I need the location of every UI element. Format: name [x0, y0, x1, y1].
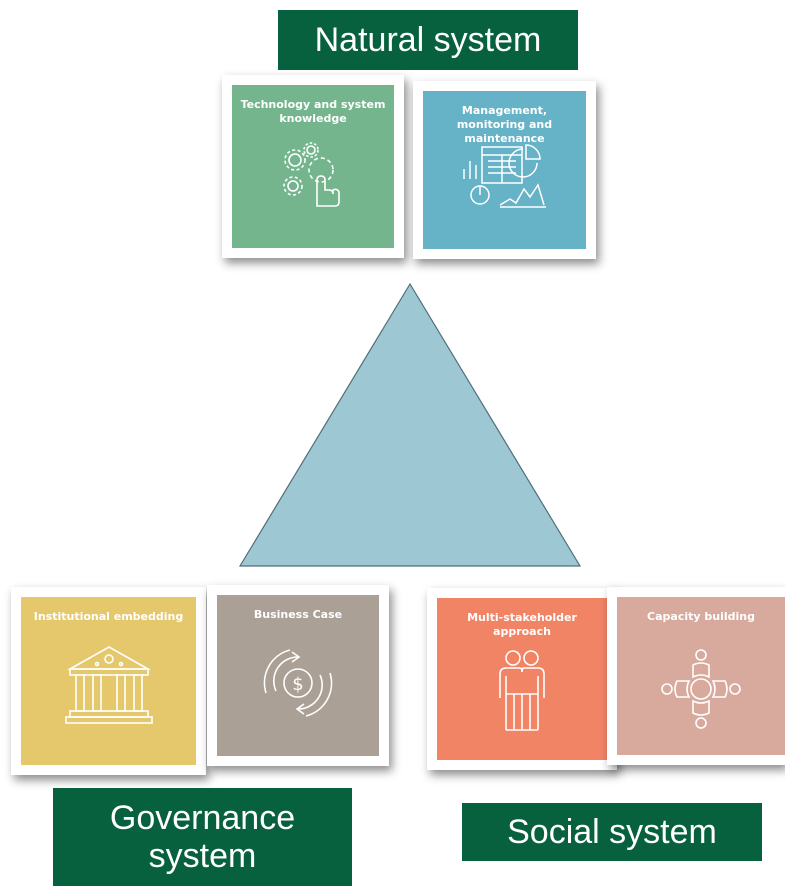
business-card: Business Case $: [207, 585, 389, 766]
institutional-tile: Institutional embedding: [21, 597, 196, 765]
people-icon: [492, 646, 552, 738]
management-card: Management, monitoring and maintenance: [413, 81, 596, 259]
institutional-label: Institutional embedding: [33, 610, 184, 623]
group-circle-icon: [659, 647, 743, 731]
institutional-card: Institutional embedding: [11, 587, 206, 775]
capacity-card: Capacity building: [607, 587, 785, 765]
natural-system-text: Natural system: [314, 20, 542, 59]
multistakeholder-card: Multi-stakeholder approach: [427, 588, 617, 770]
social-system-text: Social system: [507, 812, 717, 851]
technology-card: Technology and system knowledge: [222, 75, 404, 258]
svg-text:$: $: [292, 674, 303, 695]
multistakeholder-label: Multi-stakeholder approach: [467, 611, 577, 638]
natural-system-label: Natural system: [278, 10, 578, 70]
management-tile: Management, monitoring and maintenance: [423, 91, 586, 249]
business-tile: Business Case $: [217, 595, 379, 756]
dollar-cycle-icon: $: [256, 641, 340, 725]
management-label: Management, monitoring and maintenance: [456, 104, 553, 145]
multistakeholder-tile: Multi-stakeholder approach: [437, 598, 607, 760]
capacity-tile: Capacity building: [617, 597, 785, 755]
gears-hand-icon: [273, 140, 353, 210]
governance-system-text: Governance system: [109, 798, 296, 875]
technology-tile: Technology and system knowledge: [232, 85, 394, 248]
governance-system-label: Governance system: [53, 788, 352, 886]
business-label: Business Case: [253, 608, 343, 621]
technology-label: Technology and system knowledge: [240, 98, 386, 125]
dashboard-icon: [460, 139, 550, 213]
institution-building-icon: [64, 643, 154, 729]
capacity-label: Capacity building: [647, 610, 755, 623]
social-system-label: Social system: [462, 803, 762, 861]
